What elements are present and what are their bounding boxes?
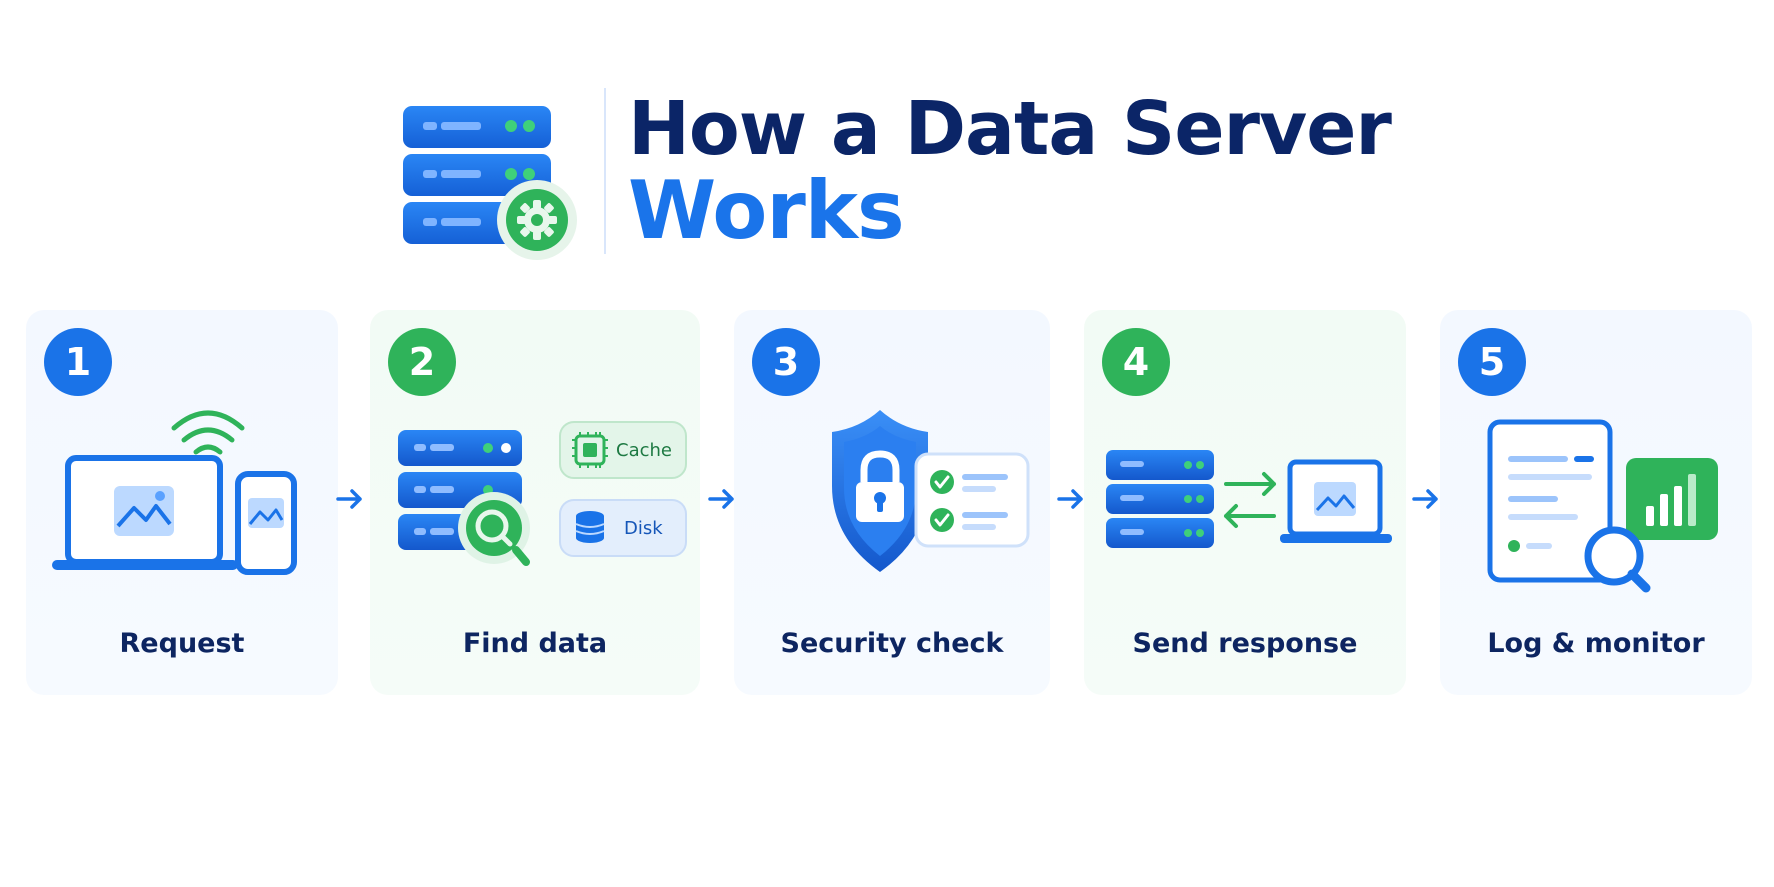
step-card-send-response: 4 [1084,310,1406,695]
step-number-badge: 3 [752,328,820,396]
exchange-arrows-icon [1224,472,1276,528]
step-card-request: 1 Request [26,310,338,695]
server-search-icon: Cache Disk [398,421,687,566]
step-number-badge: 2 [388,328,456,396]
arrow-right-icon [708,489,734,509]
disk-pill: Disk [559,499,687,557]
step-label: Security check [780,628,1004,659]
step-number-badge: 4 [1102,328,1170,396]
step-label: Request [119,628,245,659]
cache-label: Cache [616,440,672,461]
arrow-right-icon [1057,489,1083,509]
server-gear-icon [403,106,577,260]
arrow-right-icon [336,489,362,509]
cache-pill: Cache [559,421,687,479]
server-stack-icon [1106,450,1214,548]
bar-chart-icon [1626,458,1718,540]
checklist [914,452,1030,548]
step-number-badge: 1 [44,328,112,396]
page-title: How a Data Server [628,86,1392,172]
step-label: Send response [1132,628,1358,659]
step-label: Find data [462,628,608,659]
step-number-badge: 5 [1458,328,1526,396]
header: How a Data Server Works [0,0,1774,280]
step-card-log-monitor: 5 Log & m [1440,310,1752,695]
step-card-security-check: 3 [734,310,1050,695]
document-icon [1487,419,1613,583]
disk-label: Disk [624,518,663,539]
magnifier-icon [1584,526,1651,593]
page-title-accent: Works [628,164,905,257]
shield-lock-icon [832,410,1030,572]
header-divider [604,88,606,254]
laptop-icon [1280,459,1392,543]
arrow-right-icon [1412,489,1438,509]
wifi-icon [171,410,245,455]
step-label: Log & monitor [1487,628,1705,659]
server-laptop-exchange-icon [1106,450,1392,548]
laptop-phone-wifi-icon [52,410,297,575]
log-document-chart-icon [1487,419,1718,593]
step-card-find-data: 2 [370,310,700,695]
